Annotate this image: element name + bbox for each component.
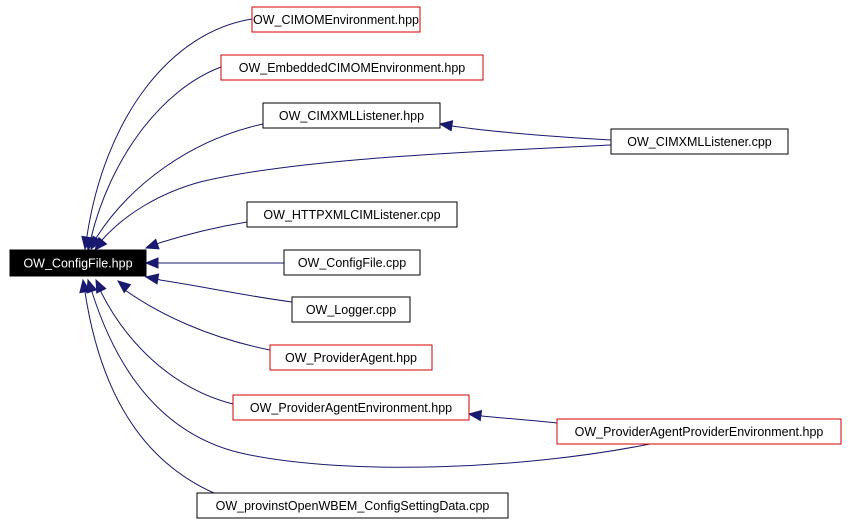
node-box bbox=[291, 296, 411, 323]
edge-n1-to-root bbox=[86, 18, 253, 237]
edge-connector-n8-to-root bbox=[124, 288, 128, 291]
edge-n8-to-root bbox=[124, 289, 271, 351]
arrowhead-n10-to-n9 bbox=[467, 409, 483, 422]
node-label: OW_ConfigFile.cpp bbox=[298, 256, 406, 270]
graph-nodes: OW_ConfigFile.hpp OW_CIMOMEnvironment.hpp… bbox=[9, 6, 842, 519]
edge-n4-to-root bbox=[101, 144, 612, 241]
arrowhead-n4-to-n3 bbox=[438, 120, 454, 132]
file-node[interactable]: OW_ConfigFile.cpp bbox=[283, 249, 421, 276]
node-box bbox=[610, 128, 789, 155]
file-node[interactable]: OW_CIMXMLListener.hpp bbox=[262, 102, 441, 129]
node-box bbox=[283, 249, 421, 276]
node-label: OW_ProviderAgentProviderEnvironment.hpp bbox=[575, 425, 824, 439]
edge-n10-to-n9 bbox=[481, 415, 558, 424]
node-box bbox=[251, 6, 421, 33]
node-label: OW_CIMOMEnvironment.hpp bbox=[253, 13, 419, 27]
node-label: OW_Logger.cpp bbox=[306, 303, 396, 317]
file-node[interactable]: OW_CIMXMLListener.cpp bbox=[610, 128, 789, 155]
node-label: OW_ConfigFile.hpp bbox=[23, 257, 132, 271]
arrowhead-n8-to-root bbox=[116, 280, 132, 294]
file-node[interactable]: OW_provinstOpenWBEM_ConfigSettingData.cp… bbox=[196, 492, 509, 519]
node-box bbox=[246, 201, 458, 228]
file-node[interactable]: OW_Logger.cpp bbox=[291, 296, 411, 323]
node-box bbox=[232, 394, 470, 421]
edge-n2-to-root bbox=[90, 66, 222, 239]
node-box bbox=[9, 249, 147, 277]
edge-connector-n3-to-root bbox=[95, 237, 98, 240]
edge-connector-n4-to-root bbox=[101, 239, 104, 242]
node-label: OW_HTTPXMLCIMListener.cpp bbox=[263, 208, 440, 222]
file-node[interactable]: OW_HTTPXMLCIMListener.cpp bbox=[246, 201, 458, 228]
node-label: OW_CIMXMLListener.hpp bbox=[279, 109, 424, 123]
node-box bbox=[556, 418, 842, 445]
arrowhead-n6-to-root bbox=[144, 257, 159, 269]
root-node: OW_ConfigFile.hpp bbox=[9, 249, 147, 277]
arrowhead-n5-to-root bbox=[144, 238, 160, 250]
node-label: OW_ProviderAgentEnvironment.hpp bbox=[250, 401, 452, 415]
arrowhead-n11-to-root bbox=[79, 278, 91, 294]
edge-connector-n5-to-root bbox=[157, 242, 160, 245]
edge-n10-to-root bbox=[91, 291, 651, 468]
node-box bbox=[196, 492, 509, 519]
edge-connector-n7-to-root bbox=[157, 278, 161, 281]
file-node[interactable]: OW_ProviderAgentEnvironment.hpp bbox=[232, 394, 470, 421]
edge-n4-to-n3 bbox=[451, 125, 612, 141]
edge-n7-to-root bbox=[159, 279, 293, 303]
graph-edges bbox=[79, 18, 651, 494]
edge-n5-to-root bbox=[158, 221, 248, 244]
file-node[interactable]: OW_ProviderAgentProviderEnvironment.hpp bbox=[556, 418, 842, 445]
file-node[interactable]: OW_ProviderAgent.hpp bbox=[269, 344, 433, 371]
edge-n11-to-root bbox=[84, 291, 215, 494]
node-label: OW_CIMXMLListener.cpp bbox=[627, 135, 772, 149]
node-box bbox=[269, 344, 433, 371]
node-label: OW_EmbeddedCIMOMEnvironment.hpp bbox=[239, 61, 466, 75]
file-node[interactable]: OW_CIMOMEnvironment.hpp bbox=[251, 6, 421, 33]
node-box bbox=[220, 54, 484, 81]
edge-n9-to-root bbox=[100, 291, 234, 405]
node-box bbox=[262, 102, 441, 129]
arrowhead-n7-to-root bbox=[144, 273, 160, 285]
edge-n3-to-root bbox=[95, 123, 264, 239]
node-label: OW_ProviderAgent.hpp bbox=[285, 351, 417, 365]
node-label: OW_provinstOpenWBEM_ConfigSettingData.cp… bbox=[216, 499, 490, 513]
file-node[interactable]: OW_EmbeddedCIMOMEnvironment.hpp bbox=[220, 54, 484, 81]
